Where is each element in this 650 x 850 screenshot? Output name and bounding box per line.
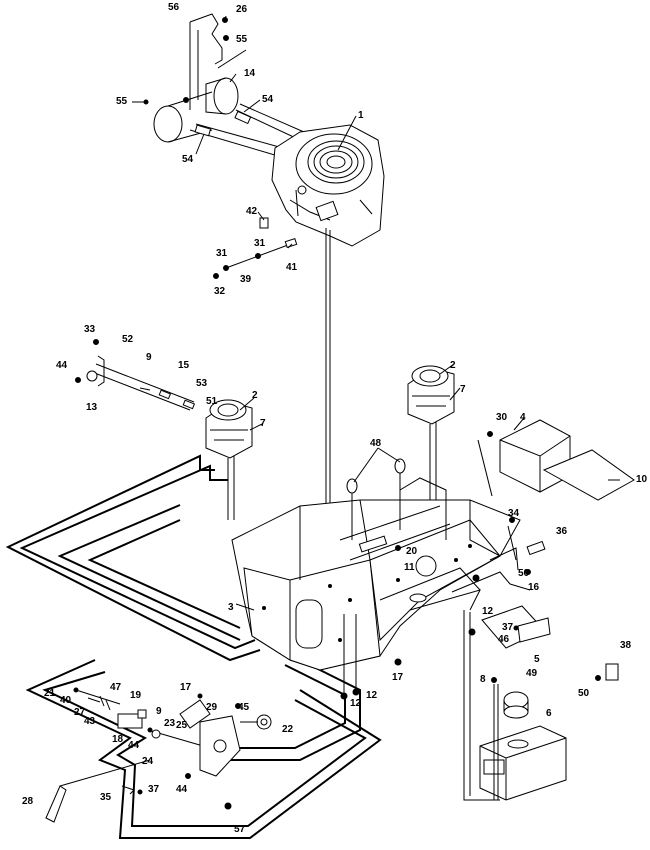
callout-15: 15 (178, 360, 190, 371)
callouts: 1 2 2 3 4 5 6 7 7 8 9 9 10 11 12 12 12 1… (22, 2, 648, 835)
callout-34: 34 (508, 508, 520, 519)
callout-20: 20 (406, 546, 418, 557)
callout-54-lower: 54 (182, 154, 194, 165)
callout-17-lower: 17 (180, 682, 192, 693)
callout-48: 48 (370, 438, 382, 449)
callout-54-upper: 54 (262, 94, 274, 105)
callout-51: 51 (206, 396, 218, 407)
callout-18: 18 (112, 734, 124, 745)
callout-32: 32 (214, 286, 226, 297)
callout-31-right: 31 (254, 238, 266, 249)
callout-10: 10 (636, 474, 648, 485)
ground-outline (5, 454, 382, 839)
callout-33: 33 (84, 324, 96, 335)
callout-49: 49 (526, 668, 538, 679)
pump-right (407, 365, 455, 560)
chassis-frame (231, 477, 521, 671)
callout-14: 14 (244, 68, 256, 79)
callout-56: 56 (168, 2, 180, 13)
callout-47: 47 (110, 682, 122, 693)
callout-16: 16 (528, 582, 540, 593)
fuel-tank (463, 610, 567, 801)
callout-3: 3 (228, 602, 234, 613)
callout-36: 36 (556, 526, 568, 537)
callout-17-right: 17 (392, 672, 404, 683)
callout-24: 24 (142, 756, 154, 767)
callout-6: 6 (546, 708, 552, 719)
callout-43: 43 (84, 716, 96, 727)
callout-13: 13 (86, 402, 98, 413)
callout-9-lower: 9 (156, 706, 162, 717)
callout-12-right: 12 (482, 606, 494, 617)
callout-38: 38 (620, 640, 632, 651)
callout-5: 5 (534, 654, 540, 665)
callout-37-lower: 37 (148, 784, 160, 795)
callout-19: 19 (130, 690, 142, 701)
callout-40: 40 (60, 695, 72, 706)
pump-left (205, 399, 253, 520)
callout-8: 8 (480, 674, 486, 685)
linkage-rod (75, 339, 196, 411)
frame-fasteners (340, 458, 480, 700)
callout-30: 30 (496, 412, 508, 423)
callout-35: 35 (100, 792, 112, 803)
engine-assembly (143, 13, 385, 510)
leader-lines (132, 15, 620, 611)
callout-11: 11 (404, 562, 415, 573)
callout-53: 53 (196, 378, 208, 389)
callout-44-lower-left: 44 (128, 740, 140, 751)
callout-52: 52 (122, 334, 134, 345)
callout-31-left: 31 (216, 248, 228, 259)
callout-7-left: 7 (260, 418, 266, 429)
callout-25: 25 (176, 720, 188, 731)
callout-44-upper: 44 (56, 360, 68, 371)
right-parts (481, 419, 635, 681)
callout-22: 22 (282, 724, 294, 735)
callout-29: 29 (206, 702, 218, 713)
callout-44-lower: 44 (176, 784, 188, 795)
callout-45: 45 (238, 702, 250, 713)
callout-4: 4 (520, 412, 526, 423)
callout-2-right-pump: 2 (450, 360, 456, 371)
callout-39: 39 (240, 274, 252, 285)
callout-55-left: 55 (116, 96, 128, 107)
callout-57: 57 (234, 824, 246, 835)
callout-50-right: 50 (518, 568, 530, 579)
callout-7-right: 7 (460, 384, 466, 395)
callout-21: 21 (44, 688, 56, 699)
callout-12-mid: 12 (350, 698, 362, 709)
callout-41: 41 (286, 262, 298, 273)
callout-9-upper: 9 (146, 352, 152, 363)
callout-26: 26 (236, 4, 248, 15)
callout-50-lower: 50 (578, 688, 590, 699)
callout-42: 42 (246, 206, 258, 217)
callout-12-left: 12 (366, 690, 378, 701)
lower-linkage (45, 687, 272, 823)
callout-2-left-pump: 2 (252, 390, 258, 401)
callout-55-upper: 55 (236, 34, 248, 45)
callout-27: 27 (74, 707, 86, 718)
callout-37-right: 37 (502, 622, 514, 633)
callout-23: 23 (164, 718, 176, 729)
callout-46: 46 (498, 634, 510, 645)
callout-28: 28 (22, 796, 34, 807)
callout-1: 1 (358, 110, 364, 121)
